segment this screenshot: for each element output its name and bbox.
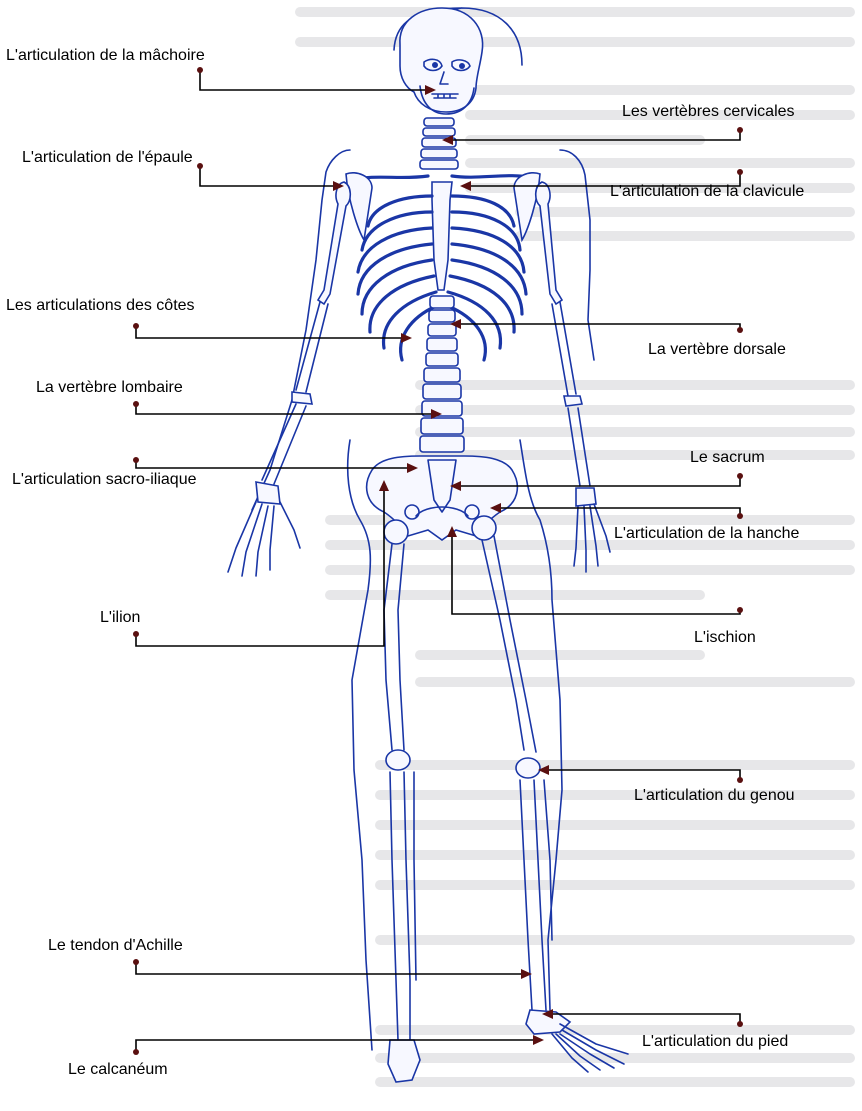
- label-lumbar: La vertèbre lombaire: [36, 379, 183, 396]
- label-calcaneus: Le calcanéum: [68, 1061, 168, 1078]
- label-ilium: L'ilion: [100, 609, 140, 626]
- label-ribs: Les articulations des côtes: [6, 297, 195, 314]
- skull: [400, 8, 483, 112]
- right-eye: [459, 63, 465, 69]
- label-foot: L'articulation du pied: [642, 1033, 788, 1050]
- left-eye: [432, 62, 438, 68]
- left-scapula: [346, 173, 372, 240]
- left-leg: [384, 520, 420, 1082]
- label-jaw: L'articulation de la mâchoire: [6, 47, 205, 64]
- sternum: [432, 182, 452, 290]
- label-sacrum: Le sacrum: [690, 449, 765, 466]
- label-hip: L'articulation de la hanche: [614, 525, 800, 542]
- label-shoulder: L'articulation de l'épaule: [22, 149, 193, 166]
- label-sacroiliac: L'articulation sacro-iliaque: [12, 471, 197, 488]
- label-cervical: Les vertèbres cervicales: [622, 103, 795, 120]
- label-achilles: Le tendon d'Achille: [48, 937, 183, 954]
- label-clavicle: L'articulation de la clavicule: [610, 183, 804, 200]
- right-scapula: [514, 173, 540, 240]
- label-dorsal: La vertèbre dorsale: [648, 341, 786, 358]
- label-ischium: L'ischion: [694, 629, 756, 646]
- labels: L'articulation de la mâchoire Les vertèb…: [6, 47, 804, 1078]
- left-hand: [228, 482, 300, 576]
- background-text: [300, 12, 850, 1082]
- spine: [420, 296, 464, 452]
- label-knee: L'articulation du genou: [634, 787, 795, 804]
